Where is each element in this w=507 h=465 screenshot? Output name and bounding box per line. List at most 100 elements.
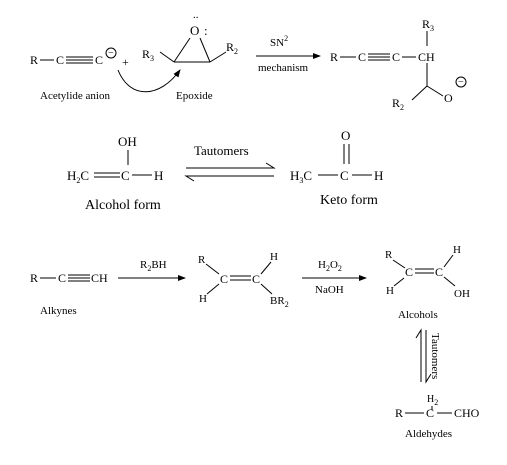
epoxide-bond-r2: [209, 51, 227, 63]
oxidation-arrow: H2O2 NaOH: [302, 259, 367, 296]
alc-double-bond: [415, 268, 434, 274]
label-tautomers-vertical: Tautomers: [429, 333, 441, 379]
label-alkynes: Alkynes: [40, 305, 77, 317]
epoxide-co-bond-right: [199, 37, 211, 63]
enol-oh: OH: [118, 134, 137, 149]
negative-charge-icon: [105, 47, 117, 59]
curved-attack-arrow: [117, 69, 181, 93]
ald-cho: CHO: [454, 406, 480, 420]
equilibrium-arrow-down: [425, 330, 432, 384]
epoxide-bond-r3: [159, 51, 175, 63]
vb-bond-h-bottom: [206, 283, 220, 295]
r2bh-reagent: R2BH: [140, 259, 167, 273]
keto-c: C: [340, 168, 349, 183]
keto-h: H: [374, 168, 383, 183]
product-r3: R3: [422, 17, 434, 33]
vb-c1: C: [220, 272, 228, 286]
epoxide-oxygen: O: [190, 23, 199, 38]
plus-sign: +: [122, 55, 129, 69]
epoxide: R3 .. O : R2: [142, 9, 238, 63]
vb-r: R: [198, 254, 206, 266]
label-aldehydes: Aldehydes: [405, 428, 452, 440]
keto-enol-equilibrium: Tautomers: [184, 143, 276, 182]
label-epoxide: Epoxide: [176, 90, 213, 102]
acetylide-triple-bond: [66, 56, 93, 64]
hydroboration-arrow: R2BH: [118, 259, 186, 281]
acetylide-r: R: [30, 53, 38, 67]
ald-h2: H2: [427, 394, 438, 407]
vb-bond-r: [205, 263, 220, 275]
vb-c2: C: [252, 272, 260, 286]
vb-bond-br2: [260, 283, 273, 295]
alc-bond-h-bottom: [393, 277, 405, 287]
alc-c2: C: [435, 265, 443, 279]
aldehyde: H2 R C CHO: [395, 394, 480, 420]
alc-h-top: H: [453, 244, 461, 256]
enol-h2c: H2C: [67, 168, 89, 185]
epoxide-colon: :: [204, 23, 208, 38]
product-c2: C: [392, 50, 400, 64]
product-c1: C: [358, 50, 366, 64]
negative-charge-icon: [455, 76, 467, 88]
alc-bond-r: [392, 259, 406, 269]
vb-h-bottom: H: [199, 293, 207, 305]
product-r2: R2: [392, 96, 404, 112]
acetylide-c1: C: [56, 53, 64, 67]
enol-h: H: [154, 168, 163, 183]
epoxide-r2: R2: [226, 40, 238, 56]
keto-h3c: H3C: [290, 168, 312, 185]
label-keto-form: Keto form: [320, 193, 378, 208]
alkyne-ch: CH: [91, 271, 108, 285]
sn2-label: SN2: [270, 34, 288, 49]
epoxide-co-bond-left: [173, 37, 191, 63]
equilibrium-arrow-up: [415, 328, 422, 382]
product-r: R: [330, 50, 338, 64]
equilibrium-arrow-forward: [186, 162, 276, 169]
vinyl-borane: R C C H H BR2: [198, 251, 289, 309]
product-charge: −: [458, 77, 464, 88]
product-bond-r2: [411, 85, 428, 101]
acetylide-anion: R C C −: [30, 47, 117, 67]
alc-oh: OH: [454, 288, 470, 300]
mechanism-label: mechanism: [258, 62, 309, 74]
alcohol-form: OH H2C C H: [67, 134, 163, 185]
alc-r: R: [385, 249, 393, 261]
alc-h-bottom: H: [386, 285, 394, 297]
keto-double-bond: [343, 144, 350, 164]
alc-bond-oh: [443, 276, 456, 287]
sn2-product: R C C R3 CH R2 O −: [330, 17, 467, 112]
enol-c: C: [121, 168, 130, 183]
product-ch: CH: [418, 50, 435, 64]
vertical-equilibrium: Tautomers: [415, 328, 441, 384]
sn2-arrow: SN2 mechanism: [256, 34, 321, 74]
alkyne-triple-bond: [68, 274, 90, 282]
h2o2-reagent: H2O2: [318, 259, 342, 273]
keto-o: O: [341, 128, 350, 143]
vb-bond-h-top: [260, 261, 272, 275]
alkyne: R C CH: [30, 271, 108, 285]
product-bond-o: [426, 85, 444, 97]
label-alcohols: Alcohols: [398, 309, 438, 321]
ald-c: C: [426, 406, 434, 420]
label-alcohol-form: Alcohol form: [85, 198, 161, 213]
equilibrium-arrow-back: [184, 175, 274, 182]
enol-double-bond: [94, 172, 120, 178]
alkyne-c: C: [58, 271, 66, 285]
enol-alcohol: R C C H H OH: [385, 244, 470, 300]
alc-c1: C: [405, 265, 413, 279]
product-oxygen: O: [444, 91, 453, 105]
alkyne-r: R: [30, 271, 38, 285]
alc-bond-h-top: [443, 254, 454, 268]
vb-br2: BR2: [270, 295, 289, 309]
ald-r: R: [395, 406, 403, 420]
vb-double-bond: [230, 275, 251, 281]
keto-form: O H3C C H: [290, 128, 383, 185]
product-triple-bond: [368, 53, 390, 61]
acetylide-charge: −: [108, 48, 114, 59]
epoxide-lone-pair: ..: [193, 9, 199, 21]
epoxide-r3: R3: [142, 47, 154, 63]
vb-h-top: H: [270, 251, 278, 263]
label-tautomers: Tautomers: [194, 143, 249, 158]
